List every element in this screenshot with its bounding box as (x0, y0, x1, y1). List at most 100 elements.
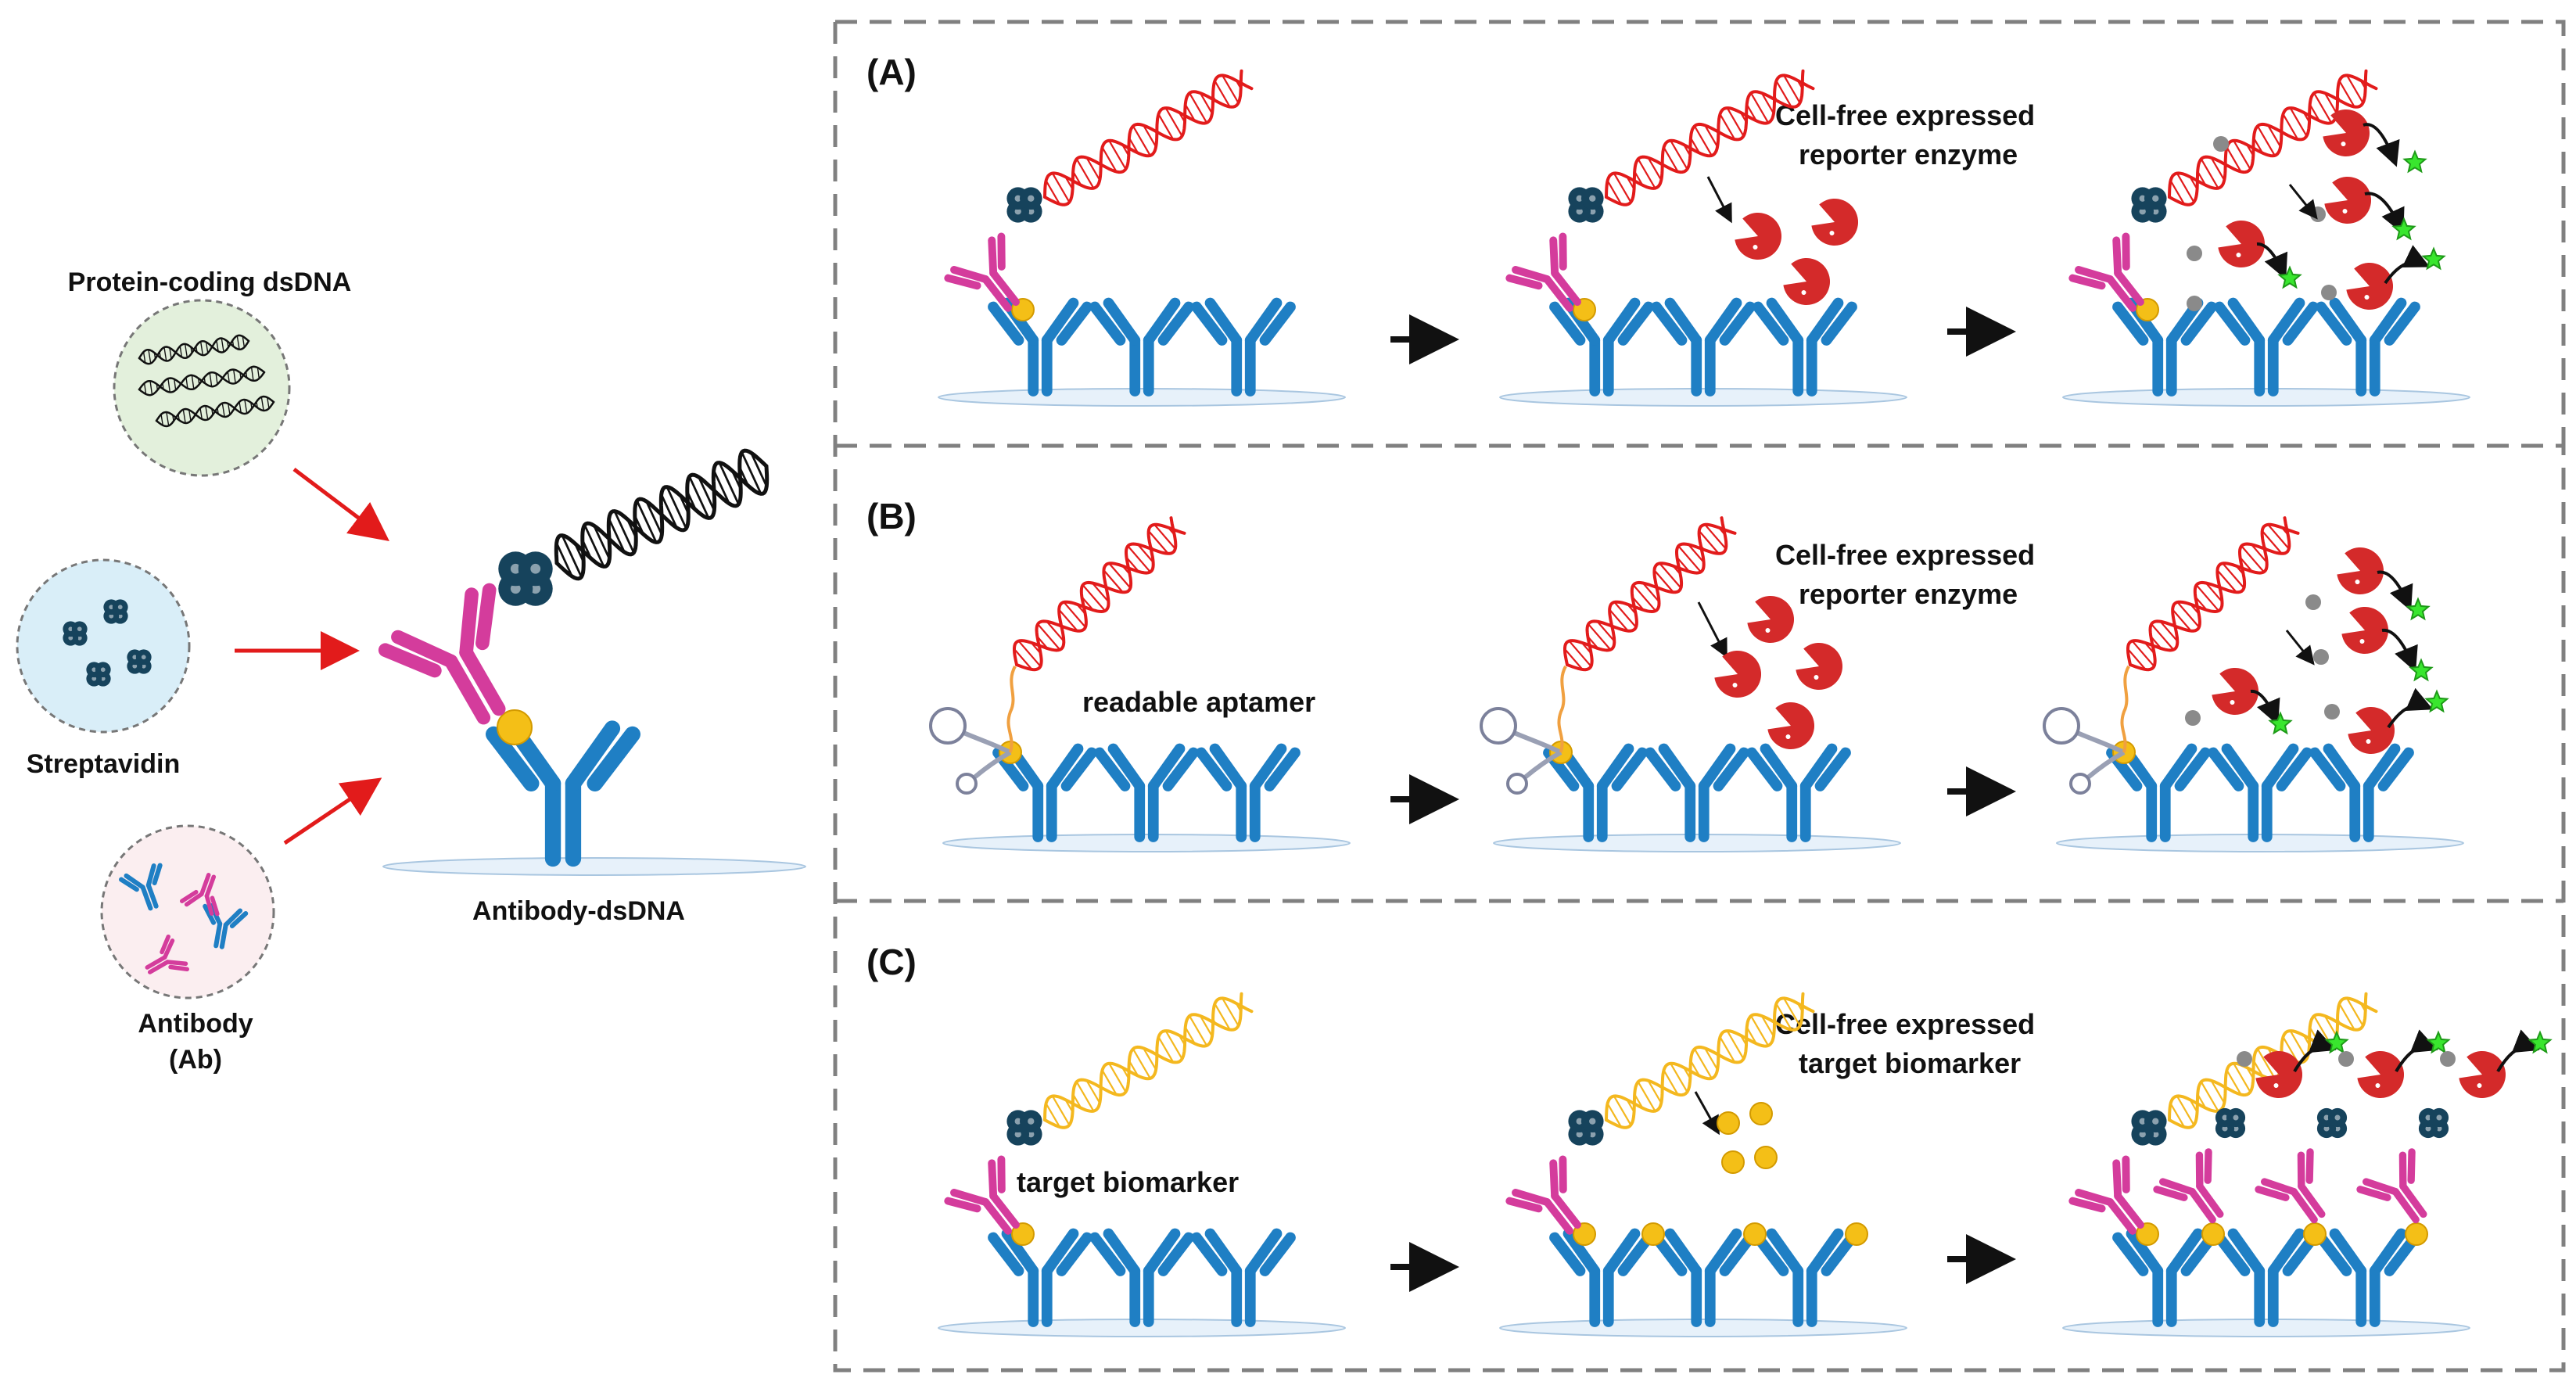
capture-antibody (1191, 297, 1296, 397)
panel-b-active-enzyme-4 (2348, 707, 2395, 754)
capture-antibody (2316, 1228, 2420, 1327)
panel-b-active-enzyme-3 (2212, 668, 2259, 715)
panel-c-streptavidin (2418, 1107, 2449, 1139)
panel-c-free-biomarker-4 (1754, 1146, 1778, 1169)
streptavidin-tag (1006, 187, 1042, 223)
conjugate-streptavidin (498, 551, 553, 606)
streptavidin-tag (1568, 187, 1604, 223)
panel-b-caption-line2: reporter enzyme (1799, 578, 2018, 610)
panel-c-active-enzyme (2357, 1051, 2405, 1098)
detection-antibody-body (2068, 232, 2144, 312)
capture-antibody (1543, 743, 1648, 842)
streptavidin-tag (1006, 1110, 1042, 1146)
dsdna-circle (113, 299, 291, 477)
detection-antibody-body (1505, 232, 1581, 312)
panel-a-capture-row-2 (1499, 297, 1907, 407)
panel-a-label: (A) (866, 52, 917, 92)
capture-antibody (1746, 743, 1851, 842)
panel-b-dna (2126, 516, 2300, 672)
capture-antibody (1094, 743, 1199, 842)
capture-antibody (1549, 1228, 1654, 1327)
panel-b-substrate (2305, 594, 2321, 610)
panel-c-active-enzyme (2459, 1051, 2506, 1098)
streptavidin-icons (63, 599, 152, 687)
panel-b-capture-row-3 (2056, 743, 2464, 852)
capture-surface (938, 388, 1346, 407)
panel-b-capture-row-2 (1493, 743, 1901, 852)
panel-c-biotin (1011, 1222, 1035, 1246)
panel-a-capture-row-3 (2062, 297, 2470, 407)
panel-c-capture-row-2 (1499, 1228, 1907, 1337)
panel-c-second-detection-antibody (2153, 1148, 2224, 1224)
panel-b-active-enzyme-2 (2341, 607, 2389, 654)
panel-c-bound-biomarker (1641, 1222, 1665, 1246)
panel-b-reaction-3 (2250, 689, 2280, 726)
panel-a-pointer (1706, 176, 1732, 224)
panel-b-substrate (2324, 704, 2340, 720)
panel-a-enzyme-3 (1783, 258, 1831, 305)
panel-c-product (2426, 1030, 2451, 1054)
left-inputs: Protein-coding dsDNA Streptavidin Antibo… (16, 267, 389, 1075)
panel-a-capture-row-1 (938, 297, 1346, 407)
panel-b-dna (1013, 516, 1186, 672)
panel-c-streptavidin (2316, 1107, 2348, 1139)
mini-antibody-blue-1 (118, 863, 163, 911)
capture-antibody (2112, 297, 2217, 397)
capture-surface (942, 834, 1351, 852)
panel-artwork (929, 69, 2553, 1337)
panel-c-caption-line2: target biomarker (1799, 1047, 2021, 1079)
capture-antibody (1191, 1228, 1296, 1327)
panel-c-label: (C) (866, 942, 917, 982)
conjugate-label: Antibody-dsDNA (472, 896, 685, 926)
panel-b-reaction-4 (2387, 687, 2434, 729)
streptavidin-tag (2131, 187, 2167, 223)
antibody-label-line1: Antibody (138, 1009, 253, 1039)
capture-antibody (2309, 743, 2414, 842)
panel-b-dna (1563, 516, 1737, 672)
panel-b-label: (B) (866, 496, 917, 537)
panel-a-active-enzyme-2 (2218, 221, 2266, 267)
mini-antibody-pink-2 (145, 934, 189, 974)
panel-c-free-biomarker-1 (1717, 1111, 1740, 1135)
streptavidin-label: Streptavidin (27, 749, 180, 779)
panel-b-enzyme-3 (1796, 643, 1843, 690)
streptavidin-tag (2131, 1110, 2167, 1146)
panel-a-caption-line1: Cell-free expressed (1775, 99, 2035, 131)
dna-strand (2168, 69, 2378, 206)
panel-a-product-2 (2277, 265, 2302, 289)
panel-a-substrate (2321, 285, 2337, 300)
capture-surface (1493, 834, 1901, 852)
panel-b-aptamer (929, 666, 1017, 795)
capture-surface (2056, 834, 2464, 852)
capture-surface (2062, 388, 2470, 407)
panel-c-detection-complex (944, 992, 1254, 1235)
capture-antibody (2316, 297, 2420, 397)
panel-b-art (929, 516, 2464, 852)
panel-c-pointer (1694, 1091, 1720, 1136)
capture-antibody (486, 720, 640, 867)
panel-a-substrate (2187, 246, 2202, 261)
antibody-icons (118, 863, 249, 974)
panel-c-second-detection-antibody (2356, 1148, 2427, 1224)
panel-c-bound-biomarker (2405, 1222, 2428, 1246)
panel-c-product (2528, 1030, 2553, 1054)
panel-a-detection-complex (2068, 69, 2378, 312)
panel-a-active-enzyme-1 (2323, 109, 2370, 156)
capture-antibody (1651, 297, 1756, 397)
capture-antibody (2214, 1228, 2319, 1327)
panel-c-bound-biomarker (2201, 1222, 2225, 1246)
panel-b-product-2 (2409, 658, 2434, 682)
panel-c-biomarker-label: target biomarker (1017, 1166, 1239, 1198)
panel-c-reaction (2395, 1029, 2438, 1073)
panel-c-capture-row-3 (2062, 1228, 2470, 1337)
panel-b-aptamer (2043, 666, 2130, 795)
capture-antibody (1196, 743, 1301, 842)
panel-b-capture-row-1 (942, 743, 1351, 852)
mini-dna-3 (155, 395, 275, 428)
conjugate-detection-antibody (378, 583, 506, 725)
conjugate-dna (554, 448, 770, 581)
panel-a-active-enzyme-4 (2346, 263, 2394, 310)
detection-antibody-body (2068, 1155, 2144, 1235)
panel-c-reaction (2496, 1029, 2540, 1073)
